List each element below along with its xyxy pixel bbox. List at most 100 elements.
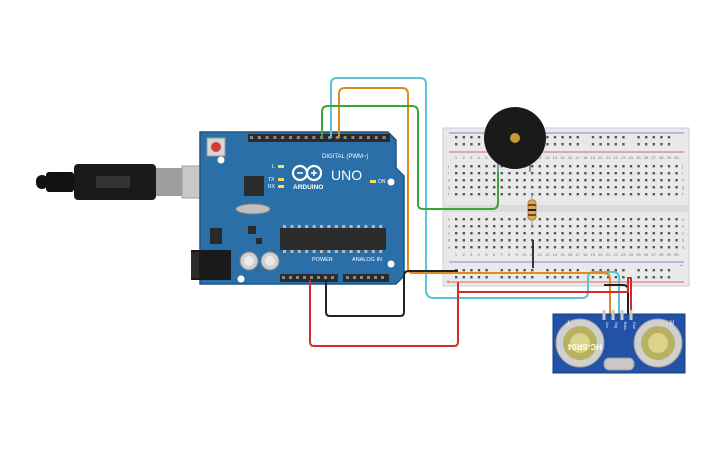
rail-hole [667, 136, 671, 139]
wire-black-sensor-gnd[interactable] [604, 284, 629, 318]
sensor-pin-trig[interactable] [611, 310, 615, 320]
terminal-hole [584, 218, 587, 221]
header-pin-hole [374, 136, 378, 139]
terminal-hole [637, 218, 640, 221]
piezo-buzzer[interactable] [484, 107, 546, 172]
terminal-hole [538, 165, 541, 168]
column-label: 13 [545, 252, 550, 257]
terminal-hole [523, 246, 526, 249]
rail-hole [652, 276, 655, 279]
rail-hole [576, 276, 579, 279]
arduino-uno-board[interactable]: DIGITAL (PWM~) ARDUINO UNO L TX RX ON [191, 131, 405, 285]
digital-header[interactable] [248, 134, 390, 142]
terminal-hole [622, 179, 625, 182]
chip-leg [312, 225, 316, 228]
row-label: c [682, 231, 684, 236]
wire-black-gnd[interactable] [325, 270, 458, 317]
column-label: 28 [659, 252, 664, 257]
wire-red-5v[interactable] [309, 280, 459, 347]
terminal-hole [523, 239, 526, 242]
rail-hole [455, 143, 458, 146]
terminal-hole [622, 218, 625, 221]
rail-hole [462, 276, 465, 279]
column-label: 20 [598, 252, 603, 257]
rail-hole [470, 269, 473, 272]
wire-orange-trig[interactable] [338, 87, 611, 318]
analog-label: ANALOG IN [352, 257, 382, 263]
terminal-hole [576, 193, 579, 196]
terminal-hole [477, 239, 481, 242]
wire-red-sensor-vcc[interactable] [457, 277, 632, 318]
sensor-pin-vcc[interactable] [602, 310, 606, 320]
terminal-hole [462, 179, 465, 182]
header-pin-hole [317, 276, 320, 279]
terminal-hole [493, 225, 496, 228]
header-pin-hole [289, 276, 292, 279]
chip-leg [290, 225, 294, 228]
column-label: 18 [583, 155, 588, 160]
led-on-label: ON [378, 179, 386, 185]
wire-green-buzzer[interactable] [321, 105, 499, 210]
terminal-hole [667, 179, 671, 182]
column-label: 1 [455, 252, 458, 257]
reset-button-cap[interactable] [211, 142, 221, 152]
terminal-hole [569, 193, 572, 196]
terminal-hole [485, 232, 488, 235]
terminal-hole [607, 246, 610, 249]
header-pin-hole [335, 136, 339, 139]
rail-hole [569, 269, 572, 272]
terminal-hole [645, 179, 648, 182]
terminal-hole [523, 186, 526, 189]
usb-plug-metal [156, 168, 182, 196]
terminal-hole [660, 193, 663, 196]
rail-hole [553, 136, 557, 139]
analog-header[interactable] [343, 274, 389, 282]
terminal-hole [584, 232, 587, 235]
rail-hole [561, 136, 564, 139]
header-pin-hole [282, 276, 285, 279]
terminal-hole [470, 232, 473, 235]
header-pin-hole [304, 136, 308, 139]
rail-hole [660, 276, 663, 279]
terminal-hole [675, 186, 678, 189]
terminal-hole [607, 225, 610, 228]
power-header[interactable] [280, 274, 338, 282]
terminal-hole [652, 225, 655, 228]
rail-hole [569, 276, 572, 279]
terminal-hole [569, 165, 572, 168]
chip-leg [334, 225, 338, 228]
terminal-hole [500, 232, 503, 235]
terminal-hole [500, 246, 503, 249]
column-label: 19 [591, 155, 596, 160]
terminal-hole [561, 239, 564, 242]
terminal-hole [584, 239, 587, 242]
terminal-hole [637, 165, 640, 168]
header-pin-hole [382, 136, 386, 139]
terminal-hole [500, 193, 503, 196]
row-label: b [448, 238, 451, 243]
terminal-hole [652, 218, 655, 221]
terminal-hole [462, 172, 465, 175]
sensor-pin-label: Gnd [632, 322, 636, 329]
rail-hole [485, 269, 488, 272]
rail-hole [515, 269, 519, 272]
sensor-pin-echo[interactable] [620, 310, 624, 320]
breadboard[interactable]: 1122334455667788991010111112121313141415… [442, 127, 690, 287]
column-label: 4 [478, 252, 481, 257]
terminal-hole [629, 239, 633, 242]
terminal-hole [637, 239, 640, 242]
chip-leg [283, 225, 286, 228]
terminal-hole [546, 239, 549, 242]
resistor[interactable] [527, 193, 537, 227]
sensor-pin-gnd[interactable] [629, 310, 633, 320]
header-pin-hole [257, 136, 261, 139]
terminal-hole [607, 179, 610, 182]
rail-hole [455, 136, 458, 139]
header-pin-hole [273, 136, 277, 139]
usb-cable[interactable] [36, 164, 223, 200]
terminal-hole [576, 246, 579, 249]
rail-hole [523, 269, 526, 272]
terminal-hole [576, 239, 579, 242]
wire-cyan-echo[interactable] [330, 77, 620, 318]
